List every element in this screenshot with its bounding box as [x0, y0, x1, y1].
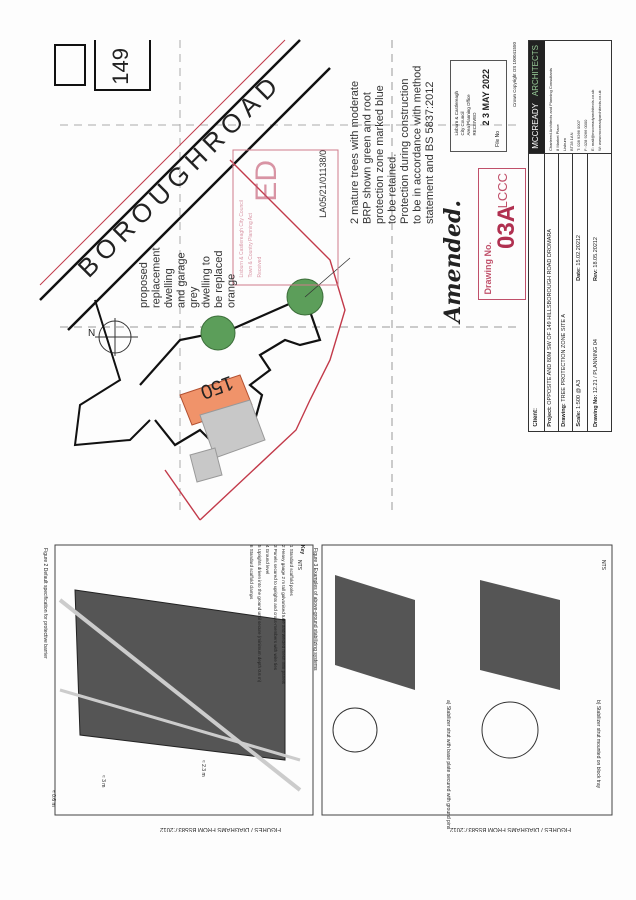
site-outline	[139, 295, 322, 447]
figures-footer: FIGURES / DIAGRAMS FROM BS5837:2012	[160, 826, 282, 832]
figure-2-nts: NTS	[296, 560, 302, 570]
drawing-stamp-label: Drawing No.	[483, 242, 493, 295]
date-row: Date: 15.02.20212	[576, 235, 582, 281]
figure-2-title: Figure 2 Default specification for prote…	[42, 548, 48, 659]
council-stamp-date: 2 3 MAY 2022	[481, 69, 491, 126]
firm-address: Chartered Architects and Planning Consul…	[548, 68, 602, 151]
stabilizer-panel	[335, 575, 415, 690]
drawing-stamp-initials: LCCC	[495, 173, 510, 209]
figure-2-frame	[54, 544, 314, 816]
figure-3-caption-b: b) Stabilizer strut mounted on block tra…	[595, 700, 601, 789]
figure-3-caption-a: a) Stabilizer strut with base plate secu…	[445, 700, 451, 830]
project-row: Project: OPPOSITE AND 80M SW OF 149 HILL…	[547, 229, 553, 427]
replacement-dwelling-grey	[199, 399, 266, 459]
firm-logo: MCCREADY ARCHITECTS	[529, 41, 545, 153]
crown-copyright: Crown Copyright OS 100041550	[512, 42, 517, 108]
figure-3-frame	[321, 544, 613, 816]
firm-name: MCCREADY	[531, 103, 540, 149]
rev-row: Rev: 18.05.20212	[593, 236, 599, 281]
received-stamp-box	[232, 149, 339, 286]
boundary-line	[39, 39, 286, 286]
building-outline	[94, 40, 151, 91]
leader-line	[304, 257, 351, 298]
dim-label: ≈ 2.3 m	[200, 760, 206, 777]
council-stamp-file-no: File No	[495, 131, 501, 147]
received-stamp-big: ED	[250, 160, 283, 202]
client-label: Client:	[533, 408, 539, 427]
north-label: N	[88, 328, 96, 339]
garage-grey	[189, 447, 223, 483]
amended-signature: Amended.	[440, 200, 466, 323]
title-block: MCCREADY ARCHITECTS Chartered Architects…	[528, 40, 612, 432]
lane-outline	[73, 299, 151, 447]
drawing-number-stamp: Drawing No. 03A LCCC	[478, 168, 526, 300]
drawing-no-row: Drawing No: 12.21 / PLANNING 04	[593, 338, 599, 427]
tree-icon	[200, 315, 236, 351]
dim-label: ≈ 0.6 m	[50, 790, 56, 807]
road-edge	[67, 67, 331, 331]
dim-label: ≈ 3 m	[100, 775, 106, 788]
drawing-title-row: Drawing: TREE PROTECTION ZONE SITE A	[561, 314, 567, 427]
firm-suffix: ARCHITECTS	[531, 45, 540, 97]
figures-footer: FIGURES / DIAGRAMS FROM BS5837:2012	[450, 826, 572, 832]
stabilizer-panel	[480, 580, 560, 690]
house-number-149: 149	[108, 48, 133, 85]
handwritten-reference: LA05/21/01138/0	[318, 150, 328, 218]
barrier-mesh	[74, 589, 286, 761]
road-edge	[39, 39, 301, 301]
drawing-stamp-number: 03A	[493, 204, 520, 249]
site-boundary	[199, 159, 346, 521]
scale-row: Scale: 1:500 @ A3	[576, 380, 582, 427]
figure-3-nts: NTS	[600, 560, 606, 570]
figure-3-title: Figure 3 Examples of above-ground stabil…	[312, 548, 318, 671]
building-outline	[54, 44, 86, 86]
